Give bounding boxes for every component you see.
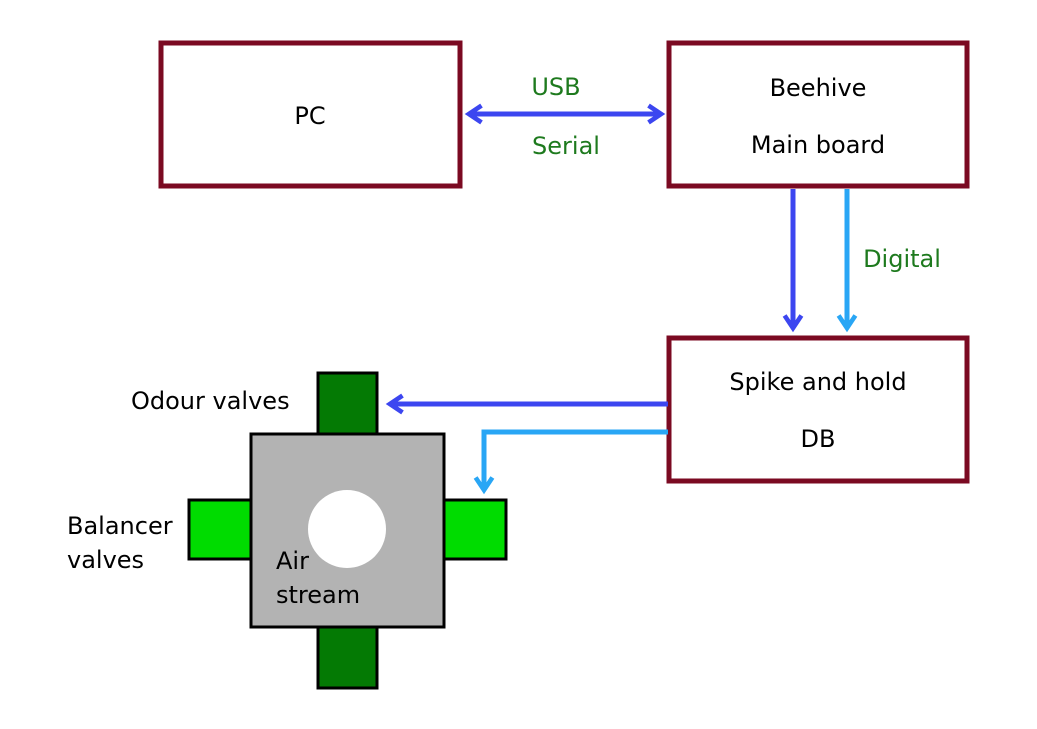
main-board-subtitle: Main board	[751, 131, 885, 159]
driver-box	[666, 335, 970, 484]
serial-label: Serial	[532, 132, 600, 160]
pc-label: PC	[294, 102, 325, 130]
air-stream-label-line2: stream	[276, 581, 360, 609]
pc-box	[158, 40, 463, 189]
usb-label: USB	[531, 73, 580, 101]
driver-title: Spike and hold	[729, 368, 906, 396]
balancer-valve-right	[442, 498, 508, 561]
main-board-title: Beehive	[770, 74, 867, 102]
balancer-valve-left	[187, 498, 253, 561]
balancer-valves-label-line2: valves	[67, 546, 144, 574]
main-board-box	[666, 40, 970, 189]
odour-valve-top	[316, 371, 379, 437]
air-stream-hole	[308, 490, 386, 568]
odour-valve-bottom	[316, 625, 379, 690]
balancer-valves-label-line1: Balancer	[67, 512, 173, 540]
driver-subtitle: DB	[801, 425, 836, 453]
digital-label: Digital	[863, 245, 941, 273]
balancer-valve-arrow	[473, 429, 668, 495]
air-stream-label-line1: Air	[276, 547, 309, 575]
odour-valves-label: Odour valves	[131, 387, 290, 415]
